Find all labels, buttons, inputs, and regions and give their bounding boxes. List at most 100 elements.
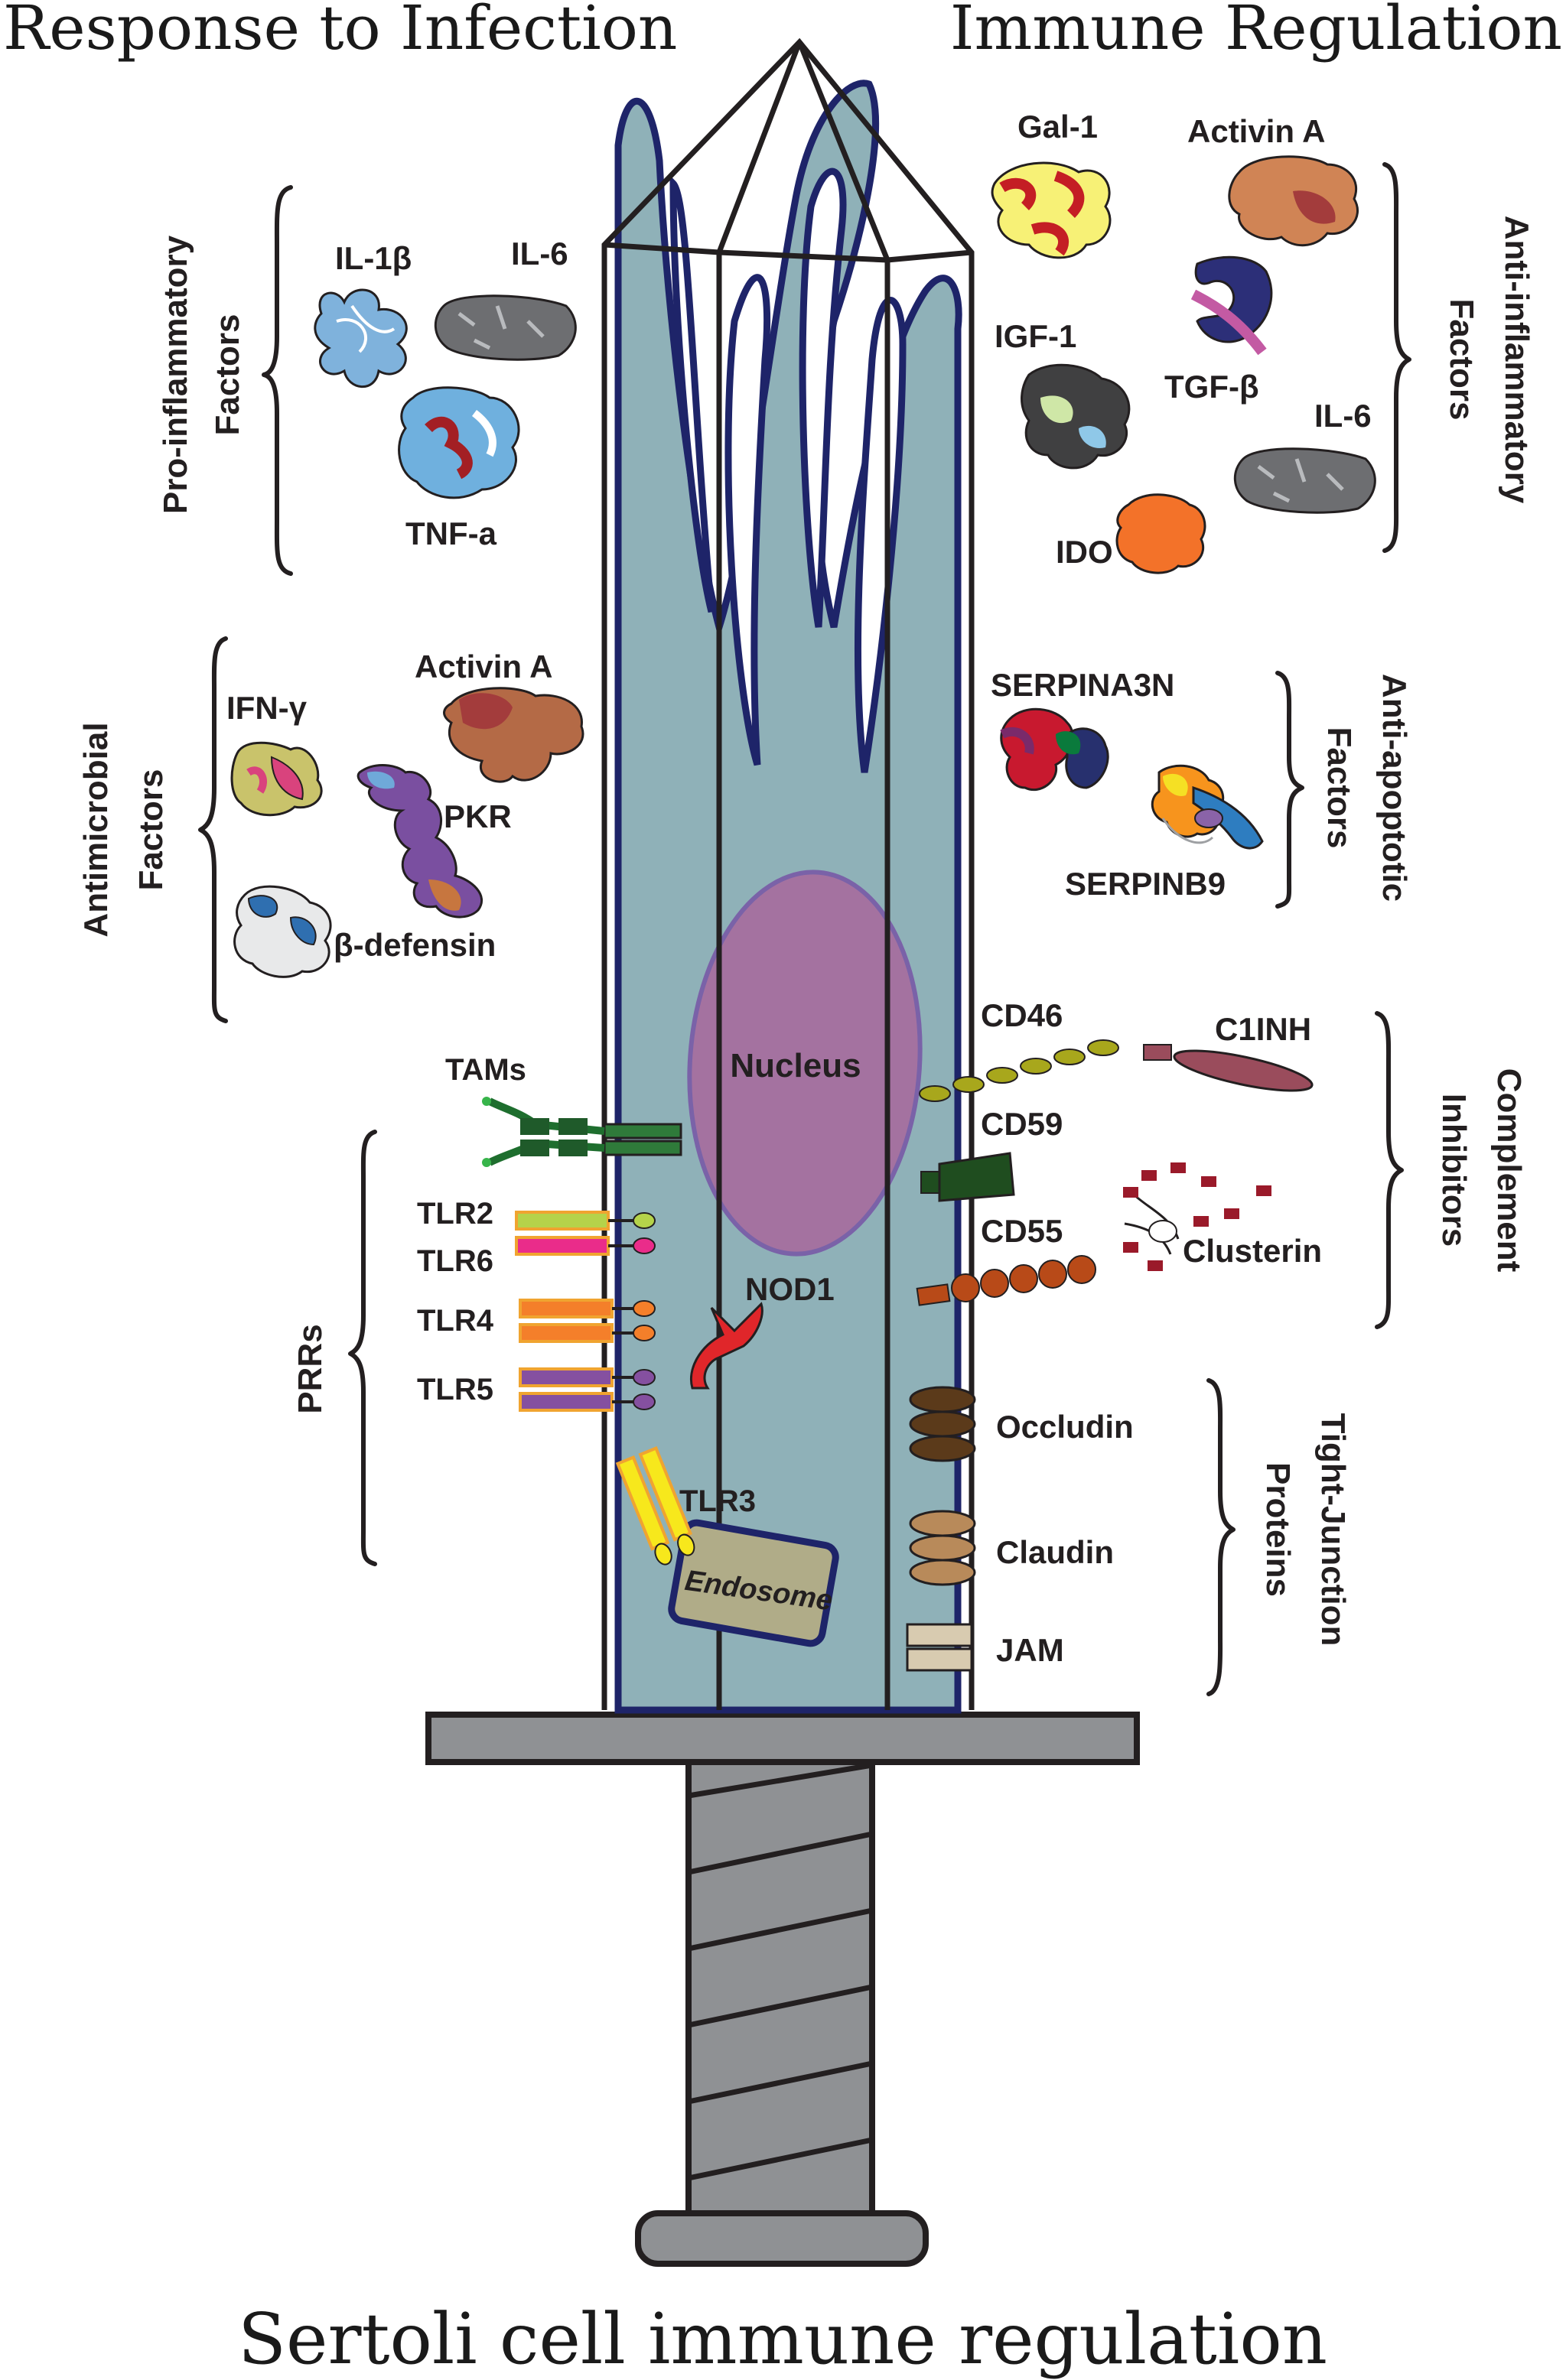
nucleus-label: Nucleus	[730, 1047, 861, 1084]
tgf-b-protein	[1190, 255, 1273, 356]
tlr4-receptor	[519, 1299, 656, 1343]
endosome	[668, 1519, 839, 1647]
proinflammatory-label-line2: Factors	[209, 314, 246, 436]
clusterin-protein	[1123, 1162, 1271, 1271]
serpina3n-label: SERPINA3N	[991, 667, 1174, 703]
pkr-protein	[357, 764, 483, 919]
tlr6-label: TLR6	[417, 1244, 493, 1278]
tlr3-label: TLR3	[679, 1484, 756, 1518]
group-antiinflammatory-factors: Anti-inflammatory Factors Gal-1 Activin …	[991, 109, 1535, 574]
tlr2-label: TLR2	[417, 1197, 493, 1231]
antiinflammatory-label-line1: Anti-inflammatory	[1498, 216, 1535, 504]
antiapoptotic-label-line1: Anti-apoptotic	[1376, 674, 1413, 902]
tlr5-label: TLR5	[417, 1373, 493, 1406]
complement-brace	[1375, 1011, 1404, 1329]
serpinb9-label: SERPINB9	[1065, 866, 1226, 902]
antimicrobial-label-line1: Antimicrobial	[77, 722, 115, 937]
group-antimicrobial-factors: Antimicrobial Factors IFN-γ Activin A PK…	[77, 636, 584, 1023]
cell-gap-4	[799, 167, 847, 628]
il-6-protein-right	[1233, 447, 1376, 514]
tightjunction-brace	[1206, 1378, 1236, 1696]
activin-a-protein-right	[1228, 155, 1359, 247]
ido-label: IDO	[1056, 534, 1113, 570]
igf-1-protein	[1021, 363, 1131, 470]
occludin-protein	[909, 1386, 976, 1462]
sword-grip	[685, 1756, 875, 2221]
cd46-label: CD46	[981, 997, 1063, 1033]
group-antiapoptotic-factors: Anti-apoptotic Factors SERPINA3N SERPINB…	[991, 667, 1413, 909]
group-tight-junction-proteins: Tight-Junction Proteins Occludin Claudin…	[906, 1378, 1352, 1696]
prrs-label: PRRs	[291, 1324, 329, 1413]
c1inh-label: C1INH	[1215, 1011, 1311, 1047]
igf-1-label: IGF-1	[995, 318, 1076, 354]
claudin-label: Claudin	[996, 1534, 1114, 1570]
prrs-brace	[348, 1130, 377, 1566]
antimicrobial-brace	[198, 636, 228, 1023]
grip-wrap-lines	[688, 1762, 873, 2181]
claudin-protein	[909, 1510, 976, 1586]
ido-protein	[1115, 493, 1206, 574]
cd55-protein	[916, 1255, 1096, 1306]
activin-a-right-label: Activin A	[1187, 113, 1325, 149]
serpina3n-protein	[1000, 707, 1109, 792]
tlr6-receptor	[515, 1236, 656, 1256]
pkr-label: PKR	[444, 798, 512, 834]
il-6-protein-left	[434, 294, 577, 361]
tams-label: TAMs	[445, 1053, 526, 1087]
tgf-b-label: TGF-β	[1164, 369, 1259, 405]
sword-crossguard	[425, 1712, 1140, 1765]
activin-a-protein-left	[443, 687, 584, 783]
antimicrobial-label-line2: Factors	[132, 769, 170, 891]
tnf-a-label: TNF-a	[405, 515, 497, 551]
tightjunction-label-line2: Proteins	[1259, 1462, 1297, 1597]
sertoli-cell: Nucleus	[614, 80, 962, 1714]
antiapoptotic-brace	[1275, 671, 1304, 909]
sword-hilt	[425, 1712, 1140, 2267]
group-complement-inhibitors: Complement Inhibitors CD46 C1INH CD59	[916, 997, 1528, 1329]
tlr5-receptor	[519, 1367, 656, 1412]
cell-gap-2	[724, 274, 771, 766]
complement-label-line2: Inhibitors	[1435, 1094, 1473, 1247]
nod1-label: NOD1	[745, 1271, 835, 1307]
ifn-g-protein	[230, 741, 323, 817]
cd46-protein	[919, 1039, 1119, 1102]
cd55-label: CD55	[981, 1213, 1063, 1249]
proinflammatory-brace	[262, 185, 293, 576]
tnf-a-protein	[398, 386, 520, 499]
tlr3-receptor	[615, 1445, 695, 1566]
il-1b-label: IL-1β	[335, 240, 412, 276]
nucleus	[687, 870, 923, 1257]
jam-protein	[906, 1623, 973, 1672]
tlr2-receptor	[515, 1211, 656, 1231]
b-defensin-label: β-defensin	[334, 927, 496, 963]
title-response-to-infection: Response to Infection	[3, 0, 677, 63]
group-prrs: PRRs TLR2 TLR6 TLR4	[291, 1130, 656, 1566]
ifn-g-label: IFN-γ	[226, 690, 308, 726]
il-6-left-label: IL-6	[511, 236, 568, 271]
cell-gap-3	[854, 297, 907, 773]
tlr3-endosome: Endosome TLR3	[615, 1445, 839, 1647]
antiapoptotic-label-line2: Factors	[1320, 727, 1358, 849]
group-proinflammatory-factors: Pro-inflammatory Factors IL-1β IL-6 TNF-…	[157, 185, 577, 576]
clusterin-label: Clusterin	[1183, 1233, 1322, 1269]
title-immune-regulation: Immune Regulation	[950, 0, 1562, 63]
serpinb9-protein	[1151, 764, 1264, 850]
tams-receptor: TAMs	[445, 1053, 682, 1167]
il-1b-protein	[314, 288, 408, 389]
complement-label-line1: Complement	[1490, 1068, 1528, 1273]
jam-label: JAM	[996, 1632, 1064, 1668]
b-defensin-protein	[233, 885, 332, 978]
gal-1-label: Gal-1	[1017, 109, 1098, 145]
gal-1-protein	[991, 161, 1112, 259]
cd59-protein	[920, 1152, 1015, 1202]
cd59-label: CD59	[981, 1106, 1063, 1142]
occludin-label: Occludin	[996, 1409, 1134, 1445]
il-6-right-label: IL-6	[1314, 398, 1372, 434]
tlr4-label: TLR4	[417, 1304, 494, 1338]
activin-a-left-label: Activin A	[415, 649, 552, 684]
tightjunction-label-line1: Tight-Junction	[1314, 1413, 1352, 1647]
antiinflammatory-label-line2: Factors	[1443, 299, 1480, 421]
proinflammatory-label-line1: Pro-inflammatory	[157, 235, 194, 514]
